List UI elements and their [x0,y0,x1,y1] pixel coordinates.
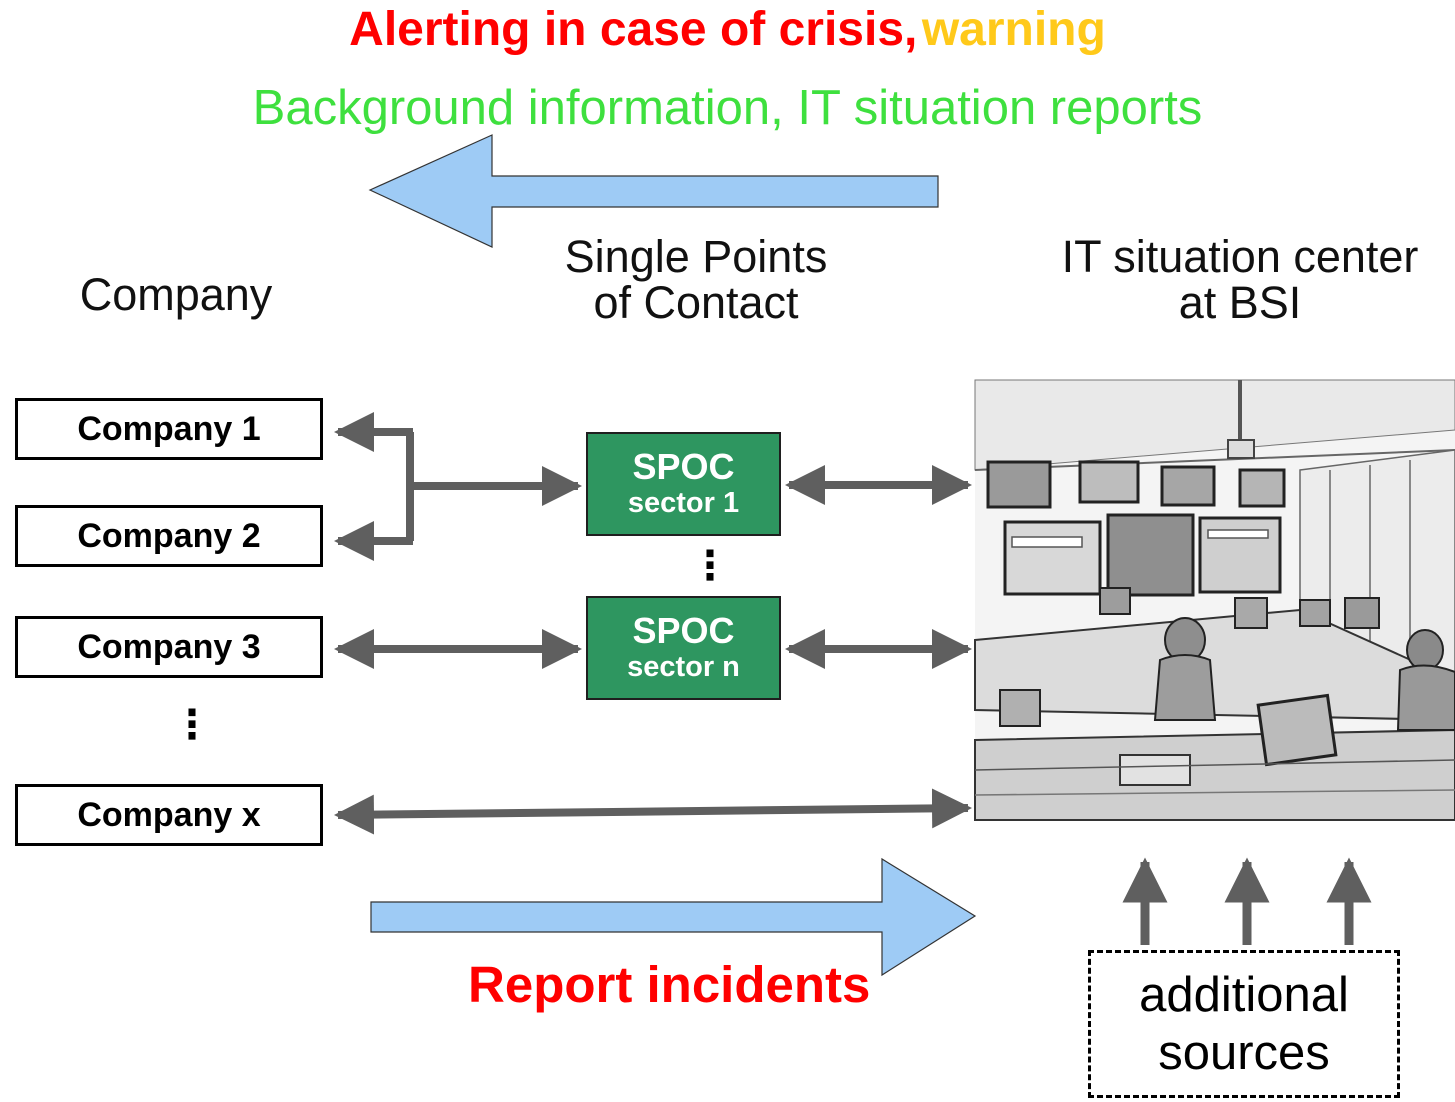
sources-arrows [1122,857,1372,945]
report-flow-arrow [370,857,977,977]
spoc-box-sector-1: SPOC sector 1 [586,432,781,536]
title-alert-text: Alerting in case of crisis, [349,3,918,56]
company-box-3: Company 3 [15,616,323,678]
spoc-heading-line1: Single Points [564,231,828,282]
report-incidents-label: Report incidents [468,956,871,1013]
center-heading-line2: at BSI [1178,277,1302,328]
connector-companyx-center [334,788,972,835]
spoc-ellipsis: ⋮ [690,544,730,588]
header-title: Alerting in case of crisis, warning [0,2,1455,57]
additional-sources-box: additional sources [1088,950,1400,1098]
connector-company12-spoc1 [334,412,582,561]
situation-center-photo [974,379,1455,821]
header-subtitle: Background information, IT situation rep… [252,81,1203,135]
column-heading-spoc: Single Points of Contact [536,234,856,326]
spoc-n-line2: sector n [627,651,740,683]
center-heading-line1: IT situation center [1061,231,1419,282]
company-box-1: Company 1 [15,398,323,460]
title-warning-text: warning [921,3,1106,56]
spoc-1-line1: SPOC [632,446,735,487]
company-box-2: Company 2 [15,505,323,567]
spoc-n-line1: SPOC [632,610,735,651]
column-heading-company: Company [79,269,273,320]
spoc-1-line2: sector 1 [627,487,740,519]
sources-line1: additional [1139,968,1349,1022]
warning-flow-arrow [368,134,939,248]
sources-line2: sources [1158,1026,1330,1080]
column-heading-center: IT situation center at BSI [1030,234,1450,326]
spoc-heading-line2: of Contact [593,277,799,328]
company-box-x: Company x [15,784,323,846]
company-ellipsis: ⋮ [172,703,212,747]
spoc-box-sector-n: SPOC sector n [586,596,781,700]
